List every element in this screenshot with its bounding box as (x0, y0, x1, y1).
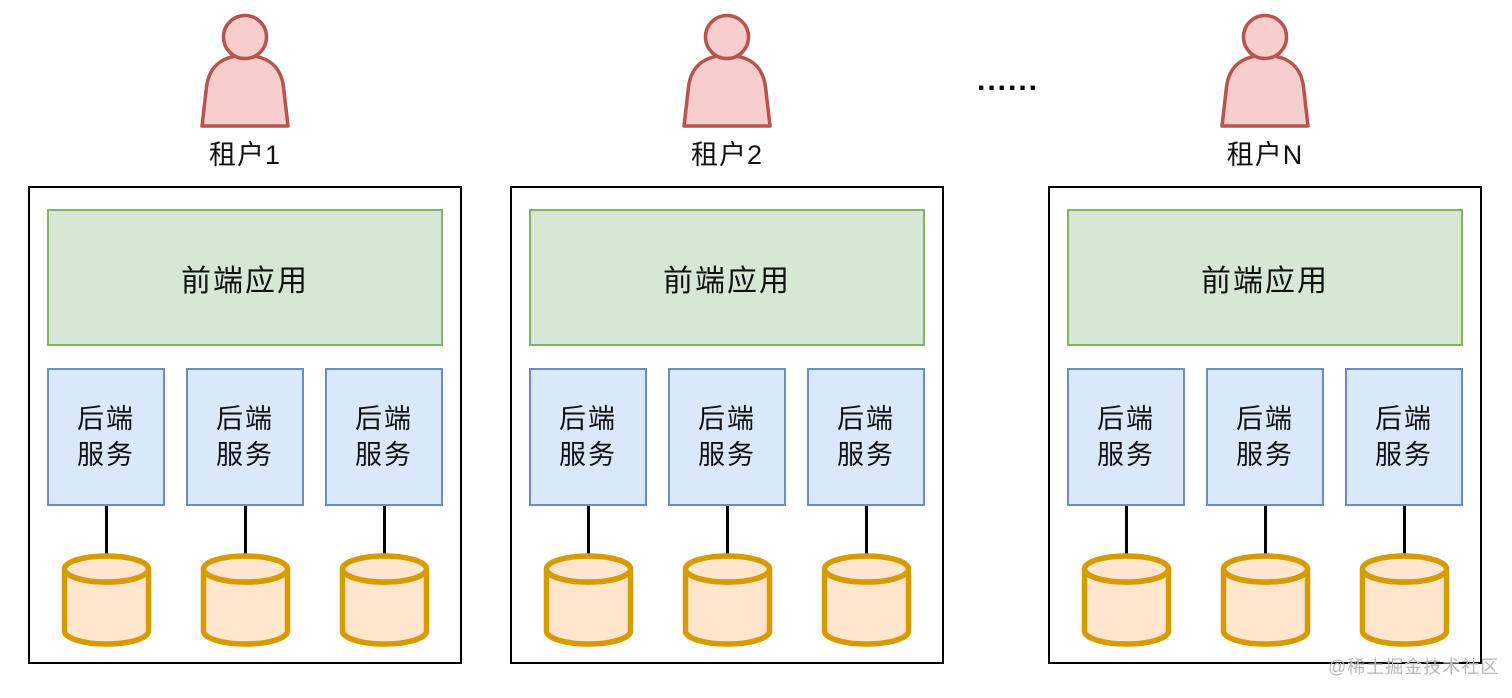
backend-service-box: 后端 服务 (668, 368, 786, 506)
backend-label-line1: 后端 (698, 404, 756, 434)
backend-label-line1: 后端 (559, 404, 617, 434)
frontend-app-box: 前端应用 (1067, 209, 1463, 346)
backend-label-line2: 服务 (1097, 440, 1155, 470)
database-icon (541, 553, 636, 647)
db-column (1206, 506, 1324, 647)
user-icon (682, 13, 772, 128)
backend-service-box: 后端 服务 (1345, 368, 1463, 506)
connector-line (1402, 506, 1406, 556)
db-column (186, 506, 304, 647)
backend-label-line1: 后端 (1375, 404, 1433, 434)
tenant-1-container: 前端应用 后端 服务 后端 服务 后端 服务 (28, 186, 462, 664)
db-column (47, 506, 165, 647)
backend-label-line1: 后端 (1097, 404, 1155, 434)
connector-line (382, 506, 386, 556)
database-icon (1079, 553, 1174, 647)
connector-line (1124, 506, 1128, 556)
backend-label-line2: 服务 (1375, 440, 1433, 470)
tenant-1-user: 租户1 (197, 13, 293, 170)
tenant-2-name: 租户2 (690, 140, 764, 170)
tenant-2-user: 租户2 (679, 13, 775, 170)
user-icon (1220, 13, 1310, 128)
connector-line (243, 506, 247, 556)
tenant-group-2: 租户2 前端应用 后端 服务 后端 服务 后端 服务 (510, 13, 944, 664)
backend-label-line2: 服务 (216, 440, 274, 470)
database-row (47, 506, 443, 647)
database-row (529, 506, 925, 647)
tenant-n-user: 租户N (1217, 13, 1313, 170)
frontend-app-label: 前端应用 (663, 264, 791, 298)
backend-label-line1: 后端 (216, 404, 274, 434)
database-icon (337, 553, 432, 647)
database-icon (819, 553, 914, 647)
db-column (1067, 506, 1185, 647)
backend-service-box: 后端 服务 (1206, 368, 1324, 506)
database-icon (1357, 553, 1452, 647)
backend-label-line2: 服务 (77, 440, 135, 470)
db-column (807, 506, 925, 647)
backend-label-line2: 服务 (559, 440, 617, 470)
backend-label-line2: 服务 (698, 440, 756, 470)
backend-service-box: 后端 服务 (529, 368, 647, 506)
tenant-n-container: 前端应用 后端 服务 后端 服务 后端 服务 (1048, 186, 1482, 664)
backend-label-line2: 服务 (355, 440, 413, 470)
db-column (1345, 506, 1463, 647)
ellipsis-dots: ...... (977, 64, 1040, 97)
backend-label-line1: 后端 (77, 404, 135, 434)
database-icon (59, 553, 154, 647)
backend-label-line2: 服务 (1236, 440, 1294, 470)
backend-service-box: 后端 服务 (186, 368, 304, 506)
connector-line (1263, 506, 1267, 556)
connector-line (725, 506, 729, 556)
tenant-2-container: 前端应用 后端 服务 后端 服务 后端 服务 (510, 186, 944, 664)
backend-service-box: 后端 服务 (325, 368, 443, 506)
backend-service-box: 后端 服务 (1067, 368, 1185, 506)
backend-label-line2: 服务 (837, 440, 895, 470)
db-column (325, 506, 443, 647)
frontend-app-label: 前端应用 (181, 264, 309, 298)
user-icon (200, 13, 290, 128)
db-column (668, 506, 786, 647)
connector-line (586, 506, 590, 556)
backend-label-line1: 后端 (837, 404, 895, 434)
backend-service-box: 后端 服务 (47, 368, 165, 506)
tenant-group-n: 租户N 前端应用 后端 服务 后端 服务 后端 服务 (1048, 13, 1482, 664)
tenant-1-name: 租户1 (208, 140, 282, 170)
tenant-n-name: 租户N (1226, 140, 1304, 170)
database-icon (680, 553, 775, 647)
backend-row: 后端 服务 后端 服务 后端 服务 (529, 368, 925, 506)
tenant-group-1: 租户1 前端应用 后端 服务 后端 服务 后端 服务 (28, 13, 462, 664)
database-icon (1218, 553, 1313, 647)
backend-service-box: 后端 服务 (807, 368, 925, 506)
frontend-app-box: 前端应用 (47, 209, 443, 346)
backend-row: 后端 服务 后端 服务 后端 服务 (1067, 368, 1463, 506)
watermark-text: @稀土掘金技术社区 (1328, 657, 1500, 677)
frontend-app-label: 前端应用 (1201, 264, 1329, 298)
database-row (1067, 506, 1463, 647)
database-icon (198, 553, 293, 647)
connector-line (104, 506, 108, 556)
backend-row: 后端 服务 后端 服务 后端 服务 (47, 368, 443, 506)
backend-label-line1: 后端 (355, 404, 413, 434)
backend-label-line1: 后端 (1236, 404, 1294, 434)
connector-line (864, 506, 868, 556)
db-column (529, 506, 647, 647)
frontend-app-box: 前端应用 (529, 209, 925, 346)
